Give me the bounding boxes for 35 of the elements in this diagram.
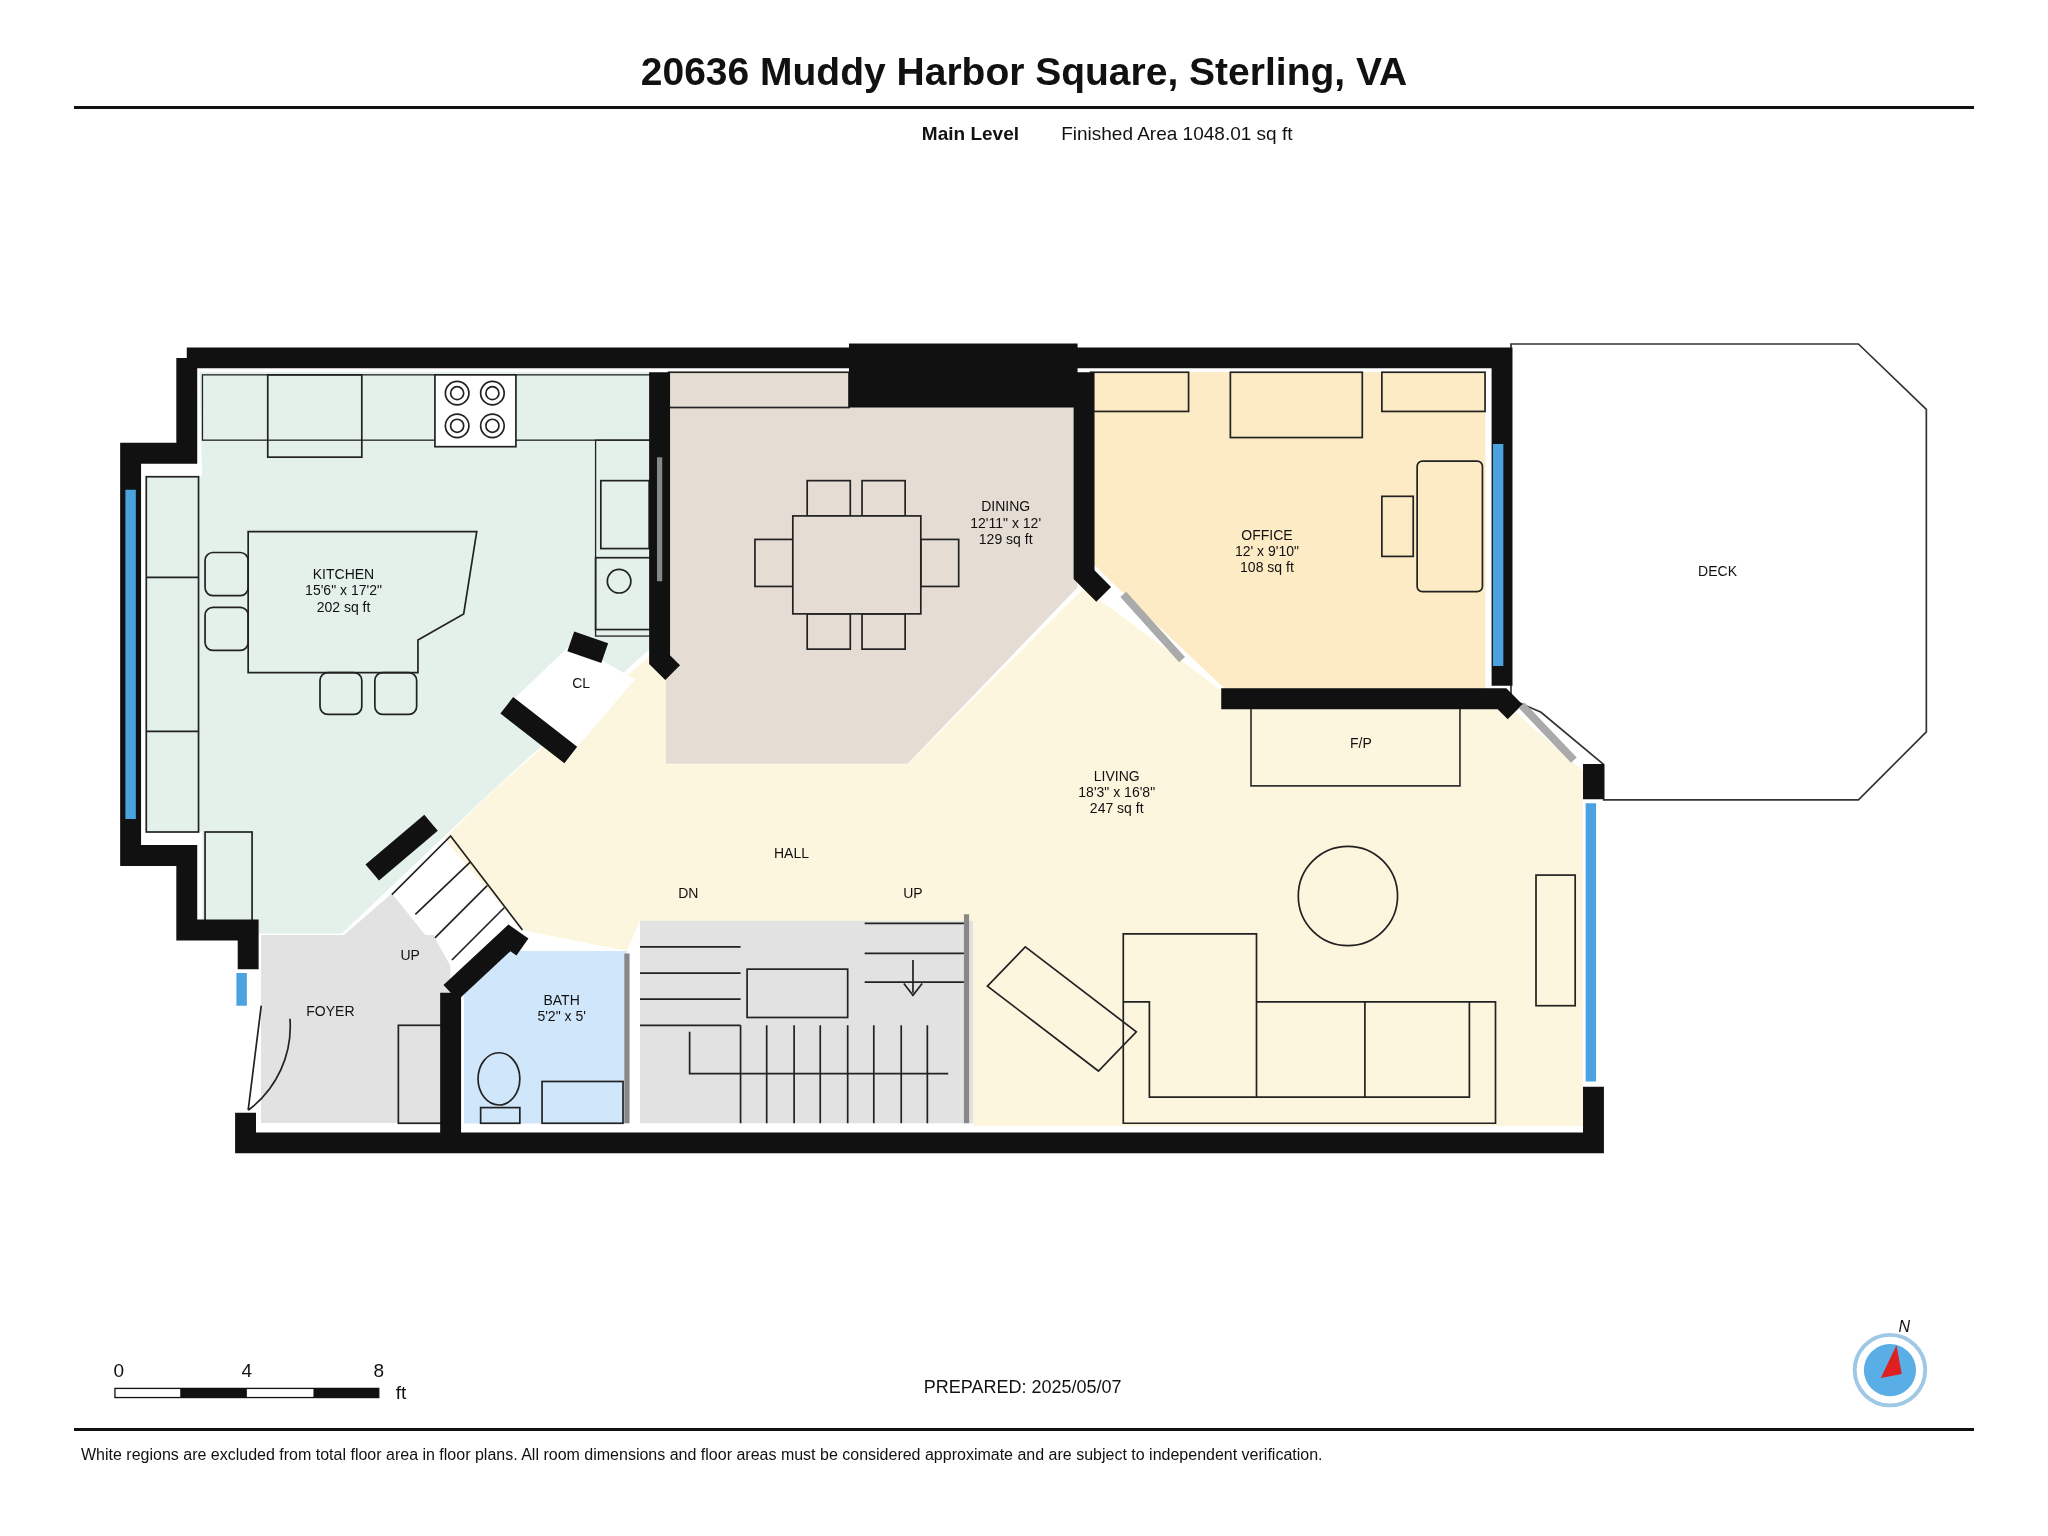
room-name: BATH [543,992,580,1009]
room-measurement: 108 sq ft [1240,559,1294,576]
scale-unit: ft [395,1382,407,1402]
room-name: OFFICE [1241,527,1293,544]
deck-area [1511,343,1927,800]
room-measurement: 129 sq ft [978,530,1033,547]
scale-number: 8 [373,1360,385,1380]
footnote: White regions are excluded from total floor area in floor plans. All room dimensions and floor areas must be considered approximate and are subject to independent verification. [80,1447,1323,1463]
north-label: N [1898,1319,1911,1335]
room-measurement: 247 sq ft [1089,799,1144,816]
title: 20636 Muddy Harbor Square, Sterling, VA [640,48,1408,95]
room-measurement: 12' x 9'10" [1234,543,1299,560]
stair-direction: UP [903,886,923,901]
room-name: KITCHEN [312,566,375,583]
stair-direction: DN [678,886,699,901]
room-name: HALL [774,845,809,860]
prepared-date: PREPARED: 2025/05/07 [923,1378,1122,1397]
room-area [463,950,627,1124]
finished-area: Finished Area 1048.01 sq ft [1061,123,1293,143]
room-name: DINING [981,498,1031,515]
scale-number: 0 [113,1360,125,1380]
level-name: Main Level [921,123,1019,143]
room-name: FOYER [306,1002,355,1019]
room-name: F/P [1350,735,1372,752]
room-measurement: 202 sq ft [316,598,371,615]
scale-number: 4 [241,1360,253,1380]
room-name: CL [572,675,591,692]
stair-direction: UP [400,947,420,962]
room-measurement: 12'11" x 12' [970,514,1042,531]
room-area [444,587,1583,1126]
room-name: LIVING [1093,767,1140,784]
room-name: DECK [1698,562,1737,579]
room-measurement: 15'6" x 17'2" [305,582,382,599]
room-measurement: 5'2" x 5' [537,1008,586,1025]
room-measurement: 18'3" x 16'8" [1078,783,1156,800]
